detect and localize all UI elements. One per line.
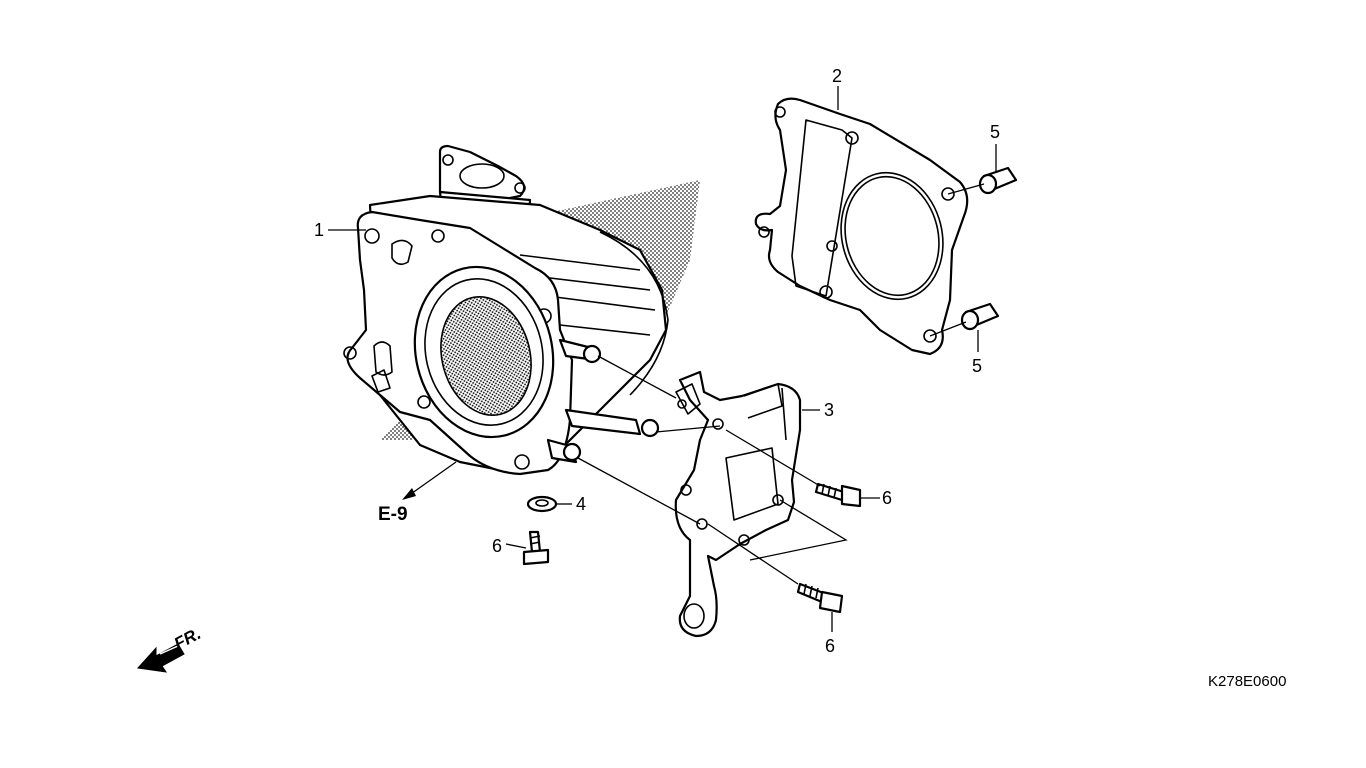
reference-label: E-9 [378,504,408,525]
diagram-code: K278E0600 [1208,673,1286,690]
assembly-lines [577,183,985,585]
bracket-part [674,370,802,638]
cylinder-part [343,144,700,476]
callout-dowel-bottom: 5 [972,356,982,376]
dowel-pin-top [978,166,1018,195]
gasket-part [754,97,969,356]
front-direction-arrow-icon [137,643,185,673]
callout-gasket: 2 [832,66,842,86]
washer-part [526,495,558,513]
callout-bolt-left: 6 [492,536,502,556]
callout-washer: 4 [576,494,586,514]
bolt-lower [796,582,844,614]
dowel-pin-bottom [960,302,1000,331]
callout-bracket: 3 [824,400,834,420]
callout-bolt-upper: 6 [882,488,892,508]
callout-bolt-lower: 6 [825,636,835,656]
callout-dowel-top: 5 [990,122,1000,142]
bolt-left [522,530,550,566]
bolt-upper [814,482,862,508]
callout-cylinder: 1 [314,220,324,240]
reference-arrow [402,461,457,500]
leader-lines [328,86,997,632]
